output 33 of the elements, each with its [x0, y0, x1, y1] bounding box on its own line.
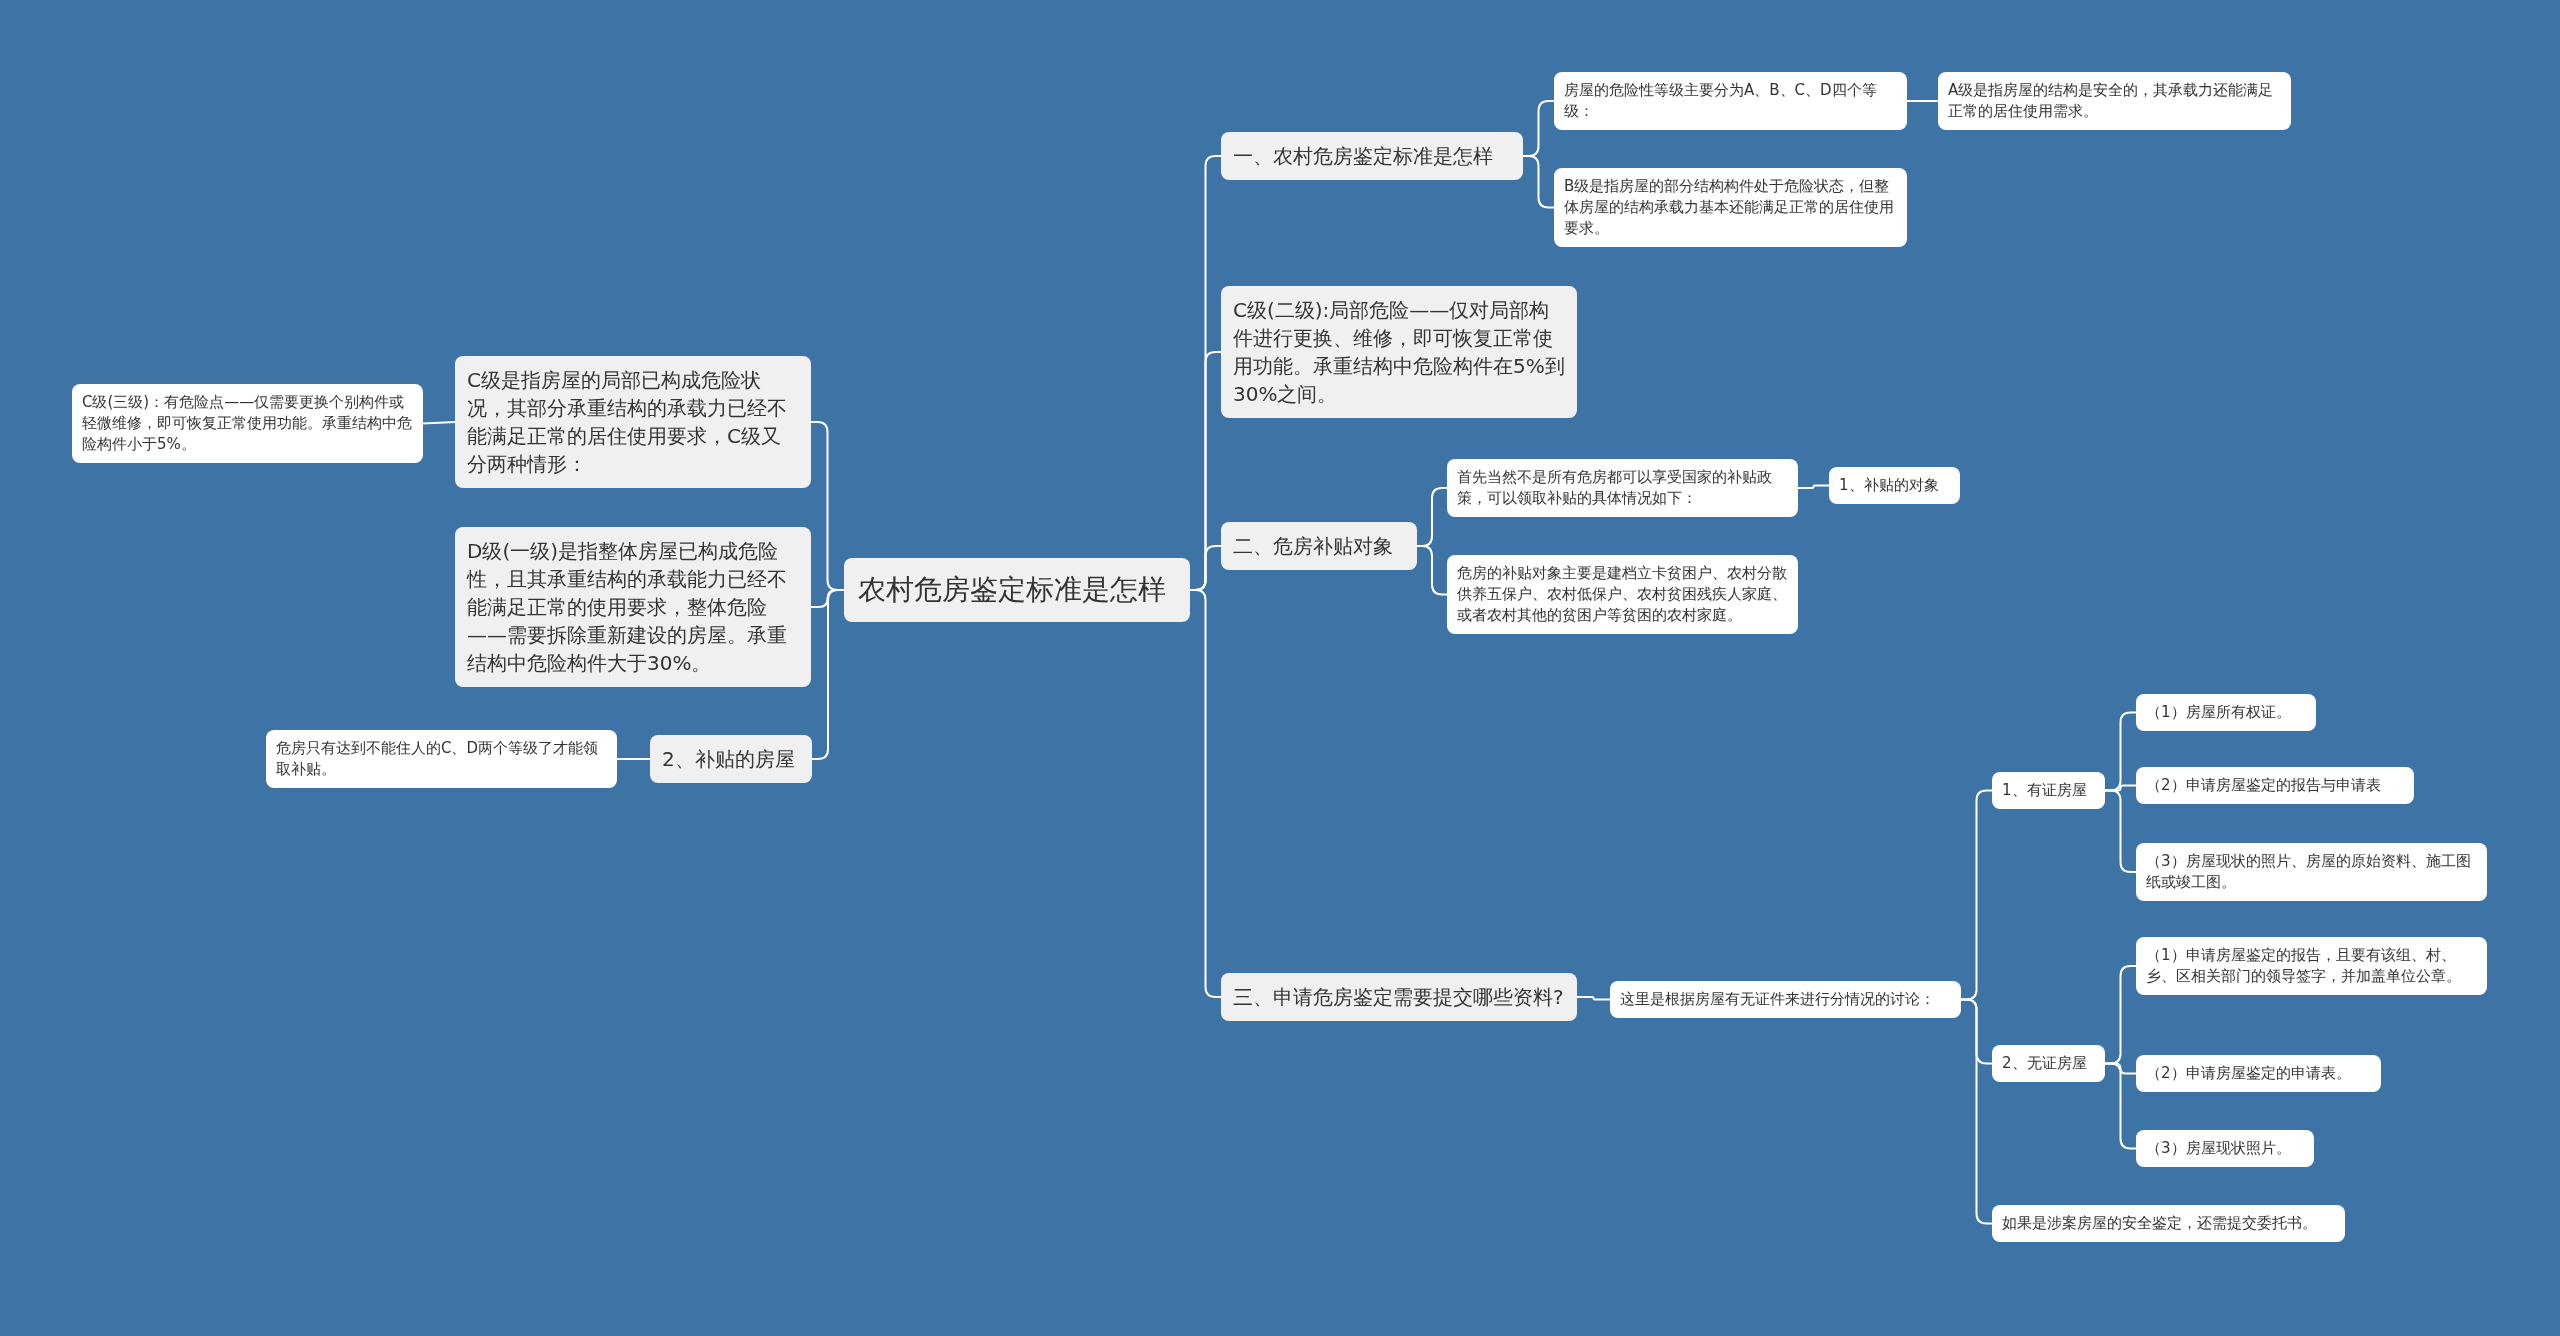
note-box: （3）房屋现状的照片、房屋的原始资料、施工图纸或竣工图。 [2136, 843, 2487, 901]
topic-box: 三、申请危房鉴定需要提交哪些资料? [1221, 973, 1577, 1021]
note-box: （2）申请房屋鉴定的申请表。 [2136, 1055, 2381, 1092]
note-box: （1）房屋所有权证。 [2136, 694, 2316, 731]
connector-line [1416, 545, 1448, 596]
note-box: （3）房屋现状照片。 [2136, 1130, 2314, 1167]
topic-box: D级(一级)是指整体房屋已构成危险性，且其承重结构的承载能力已经不能满足正常的使用要求，整体危险——需要拆除重新建设的房屋。承重结构中危险构件大于30%。 [455, 527, 811, 687]
central-topic: 农村危房鉴定标准是怎样 [844, 558, 1190, 622]
connector-line [1522, 155, 1555, 209]
note-box: （1）申请房屋鉴定的报告，且要有该组、村、乡、区相关部门的领导签字，并加盖单位公章。 [2136, 937, 2487, 995]
note-box: A级是指房屋的结构是安全的，其承载力还能满足正常的居住使用需求。 [1938, 72, 2291, 130]
connector-line [1797, 484, 1830, 489]
note-box: 如果是涉案房屋的安全鉴定，还需提交委托书。 [1992, 1205, 2345, 1242]
topic-box: 二、危房补贴对象 [1221, 522, 1417, 570]
topic-box: C级是指房屋的局部已构成危险状况，其部分承重结构的承载力已经不能满足正常的居住使用要求，C级又分两种情形： [455, 356, 811, 488]
connector-line [616, 758, 651, 760]
connector-line [422, 421, 456, 425]
connector-line [1906, 100, 1939, 102]
note-box: 1、有证房屋 [1992, 772, 2105, 809]
note-box: 1、补贴的对象 [1829, 467, 1960, 504]
note-box: 2、无证房屋 [1992, 1045, 2105, 1082]
note-box: 房屋的危险性等级主要分为A、B、C、D四个等级： [1554, 72, 1907, 130]
note-box: （2）申请房屋鉴定的报告与申请表 [2136, 767, 2414, 804]
connector-line [1576, 996, 1611, 1001]
note-box: B级是指房屋的部分结构构件处于危险状态，但整体房屋的结构承载力基本还能满足正常的居住使用要求。 [1554, 168, 1907, 247]
topic-box: 2、补贴的房屋 [650, 735, 812, 783]
note-box: 首先当然不是所有危房都可以享受国家的补贴政策，可以领取补贴的具体情况如下： [1447, 459, 1798, 517]
note-box: 危房的补贴对象主要是建档立卡贫困户、农村分散供养五保户、农村低保户、农村贫困残疾人家庭、或者农村其他的贫困户等贫困的农村家庭。 [1447, 555, 1798, 634]
note-box: 危房只有达到不能住人的C、D两个等级了才能领取补贴。 [266, 730, 617, 788]
topic-box: C级(二级):局部危险——仅对局部构件进行更换、维修，即可恢复正常使用功能。承重结构中危险构件在5%到30%之间。 [1221, 286, 1577, 418]
topic-box: 一、农村危房鉴定标准是怎样 [1221, 132, 1523, 180]
note-box: C级(三级)：有危险点——仅需要更换个别构件或轻微维修，即可恢复正常使用功能。承重结构中危险构件小于5%。 [72, 384, 423, 463]
note-box: 这里是根据房屋有无证件来进行分情况的讨论： [1610, 981, 1961, 1018]
